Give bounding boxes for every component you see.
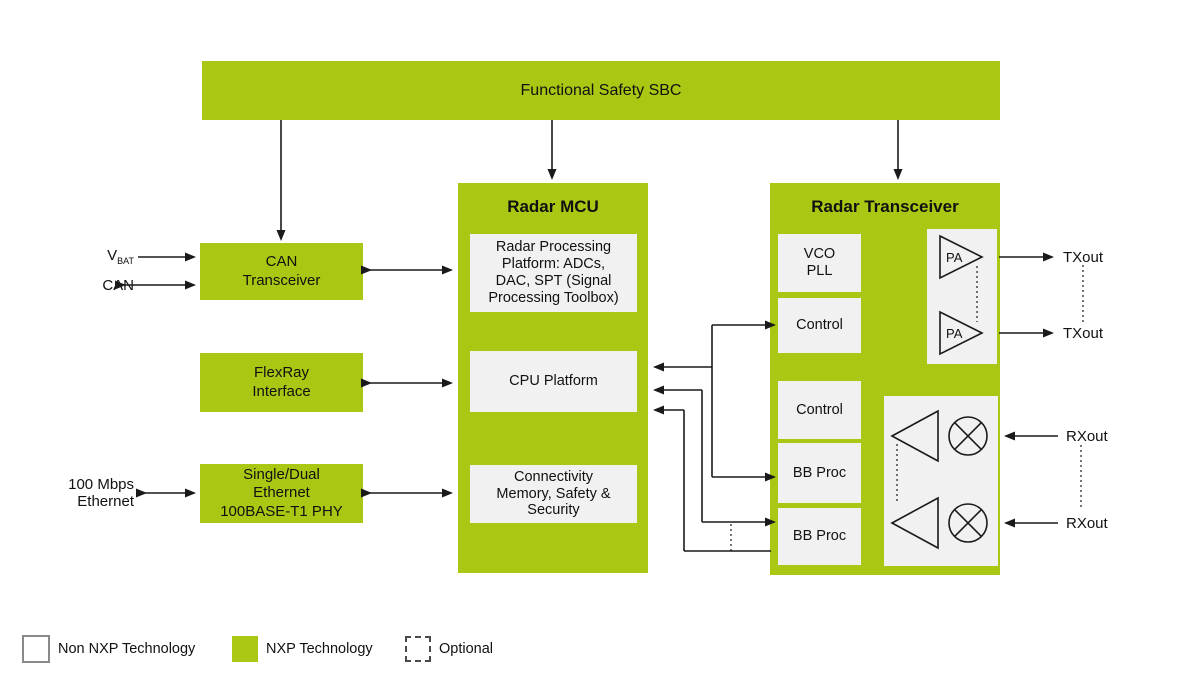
optional-swatch-icon (405, 636, 431, 662)
ethernet-phy-label: Single/Dual Ethernet 100BASE-T1 PHY (220, 466, 343, 520)
mcu-transceiver-path-c (653, 405, 771, 552)
nxp-swatch-icon (232, 636, 258, 662)
bb-proc-label-1: BB Proc (792, 464, 847, 481)
txout-label-2: TXout (1063, 325, 1104, 342)
vbat-label: VBAT (56, 247, 134, 266)
vco-pll-label: VCO PLL (803, 246, 836, 279)
legend-label-nxp: NXP Technology (266, 641, 373, 657)
legend-item-nxp: NXP Technology (232, 635, 373, 663)
ethernet-phy-block: Single/Dual Ethernet 100BASE-T1 PHY (200, 464, 363, 523)
radar-mcu-title: Radar MCU (507, 197, 599, 216)
mcu-transceiver-path-b (653, 385, 776, 527)
control-label-2: Control (796, 401, 843, 418)
connectivity-memory-safety-box: Connectivity Memory, Safety & Security (470, 465, 637, 523)
pa-panel (927, 229, 997, 364)
control-box-2: Control (778, 381, 861, 439)
bb-proc-box-1: BB Proc (778, 443, 861, 503)
functional-safety-sbc-label: Functional Safety SBC (520, 81, 682, 99)
legend-label-non-nxp: Non NXP Technology (58, 641, 196, 657)
connectivity-memory-safety-label: Connectivity Memory, Safety & Security (496, 468, 611, 519)
can-transceiver-block: CAN Transceiver (200, 243, 363, 300)
bb-proc-label-2: BB Proc (792, 528, 847, 545)
can-signal-label: CAN (102, 277, 134, 294)
flexray-interface-block: FlexRay Interface (200, 353, 363, 412)
radar-processing-platform-label: Radar Processing Platform: ADCs, DAC, SP… (488, 239, 619, 306)
bb-proc-box-2: BB Proc (778, 508, 861, 565)
cpu-platform-label: CPU Platform (509, 373, 598, 390)
legend-item-non-nxp: Non NXP Technology (22, 635, 195, 663)
legend-item-optional: Optional (405, 635, 493, 663)
rxout-label-1: RXout (1066, 428, 1108, 445)
radar-transceiver-title: Radar Transceiver (811, 197, 959, 216)
functional-safety-sbc-block: Functional Safety SBC (202, 61, 1000, 120)
non-nxp-swatch-icon (22, 635, 50, 663)
legend-label-optional: Optional (439, 641, 494, 657)
flexray-interface-label: FlexRay Interface (252, 364, 311, 400)
vbat-label-sub: BAT (117, 256, 134, 266)
rxout-label-2: RXout (1066, 515, 1108, 532)
can-transceiver-label: CAN Transceiver (242, 253, 321, 289)
control-box-1: Control (778, 298, 861, 353)
rx-panel (884, 396, 998, 566)
vbat-label-main: V (107, 247, 118, 264)
cpu-platform-box: CPU Platform (470, 351, 637, 412)
txout-label-1: TXout (1063, 249, 1104, 266)
radar-processing-platform-box: Radar Processing Platform: ADCs, DAC, SP… (470, 234, 637, 312)
ethernet-signal-label: 100 Mbps Ethernet (68, 476, 134, 510)
control-label-1: Control (796, 317, 843, 334)
vco-pll-box: VCO PLL (778, 234, 861, 292)
mcu-transceiver-path-a (653, 320, 776, 482)
